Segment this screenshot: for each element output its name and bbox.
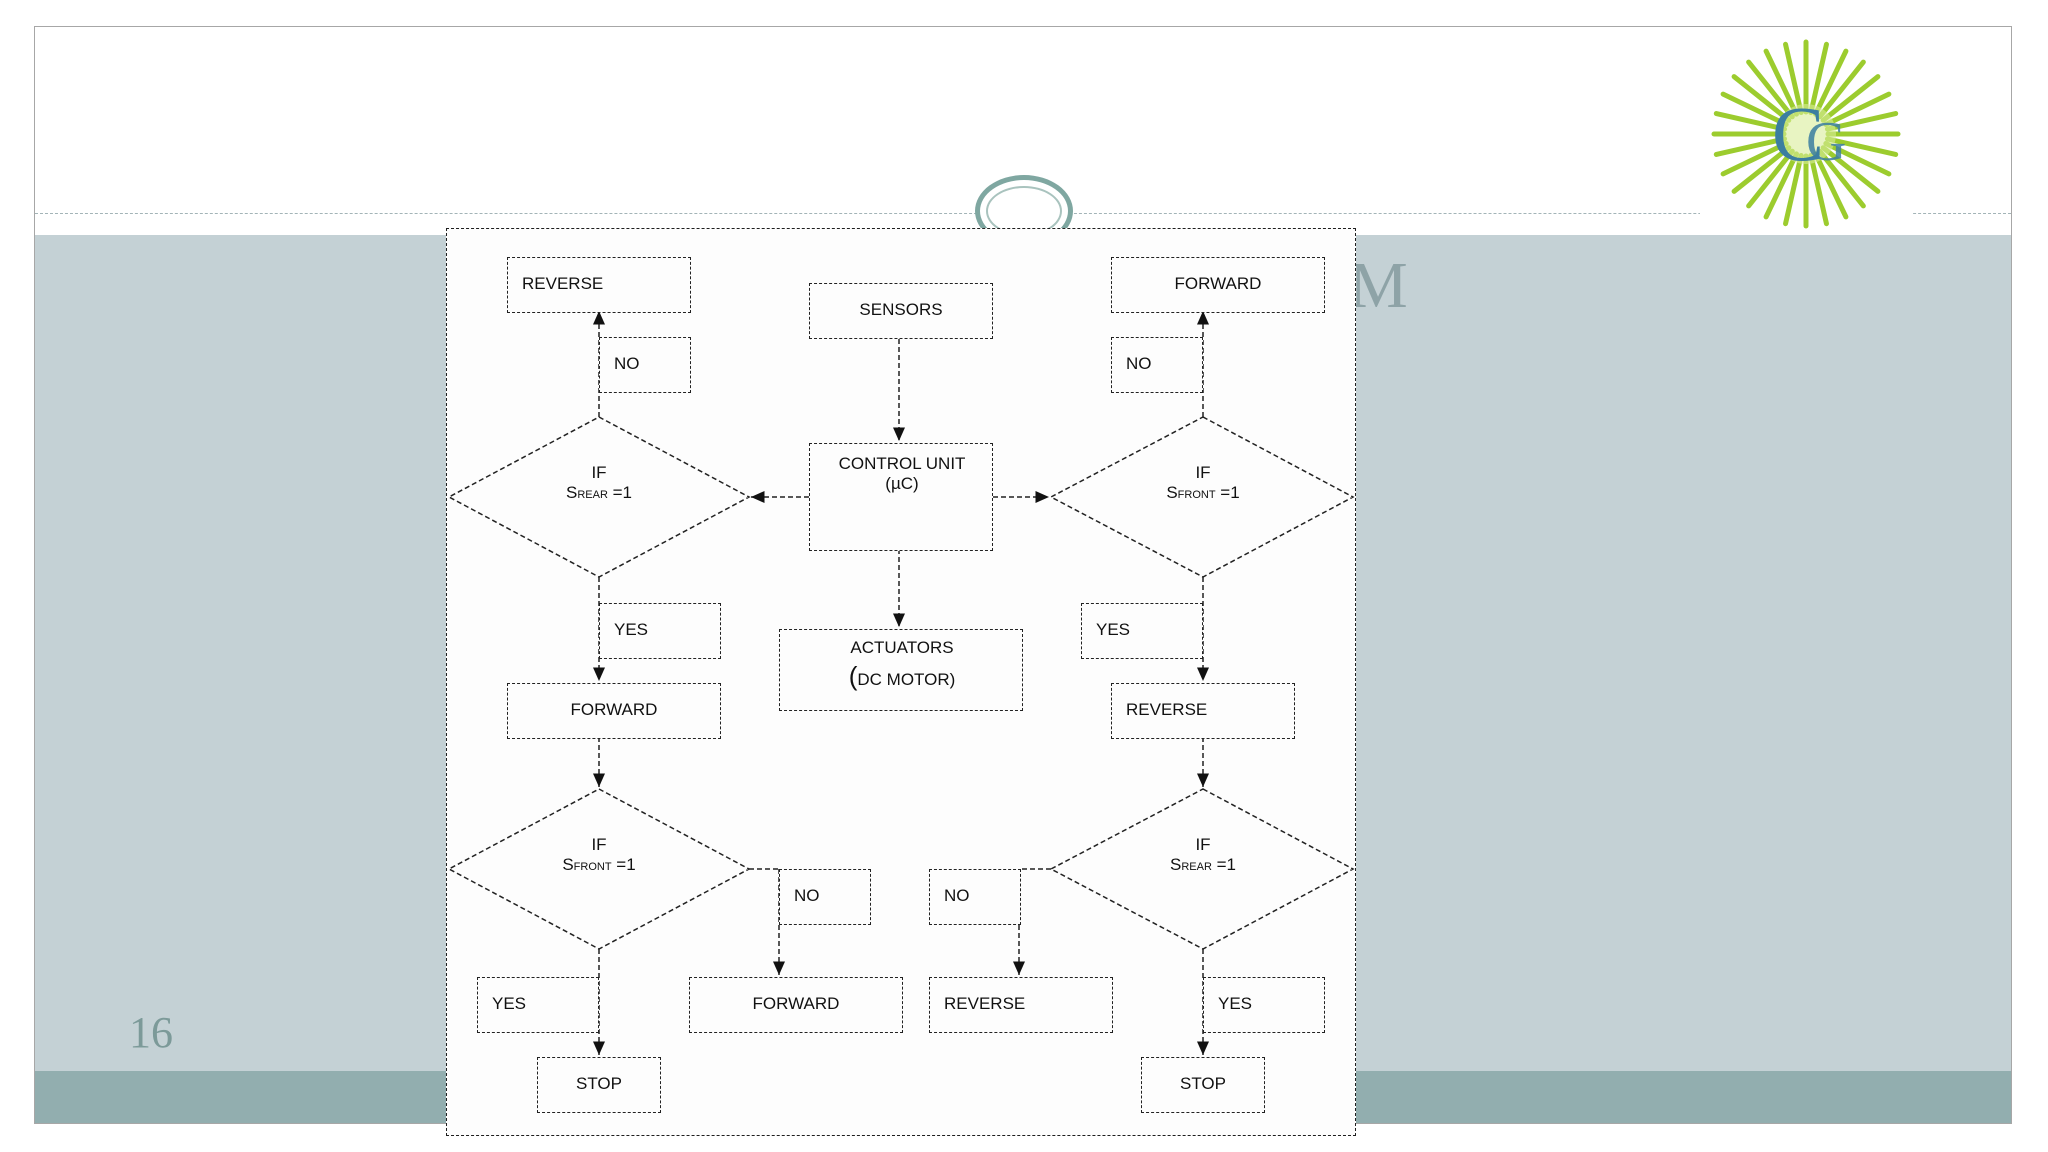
logo-ray xyxy=(1820,145,1881,194)
actuators-paren: ( xyxy=(848,660,858,691)
decision-right-bottom-text: IF SREAR =1 xyxy=(1169,835,1236,874)
logo-ray xyxy=(1824,136,1899,157)
left-no-box-top: NO xyxy=(599,337,691,393)
right-reverse-box: REVERSE xyxy=(1111,683,1295,739)
right-forward-box: FORWARD xyxy=(1111,257,1325,313)
logo-ray xyxy=(1731,145,1792,194)
control-unit-label: CONTROL UNIT xyxy=(838,454,966,473)
right-yes-box-bottom: YES xyxy=(1203,977,1325,1033)
actuators-sublabel: DC MOTOR) xyxy=(857,669,956,689)
left-yes-box-top: YES xyxy=(599,603,721,659)
logo-ray xyxy=(1763,151,1799,220)
decision-right-top-text: IF SFRONT =1 xyxy=(1166,463,1240,502)
decision-left-top-text: IF SREAR =1 xyxy=(565,463,632,502)
actuators-box: ACTUATORS (DC MOTOR) xyxy=(779,629,1023,711)
logo-ray xyxy=(1720,141,1789,177)
logo-ray xyxy=(1817,59,1866,120)
logo-ray xyxy=(1763,48,1799,117)
logo-ray xyxy=(1808,41,1829,116)
left-no-box-bottom: NO xyxy=(779,869,871,925)
logo-ray xyxy=(1817,148,1866,209)
decision-left-bottom-text: IF SFRONT =1 xyxy=(562,835,636,874)
left-stop-box: STOP xyxy=(537,1057,661,1113)
svg-text:G: G xyxy=(1806,111,1846,173)
svg-text:C: C xyxy=(1772,90,1824,177)
cg-logo: C G xyxy=(1700,36,1912,232)
left-forward-box: FORWARD xyxy=(507,683,721,739)
right-no-box-top: NO xyxy=(1111,337,1203,393)
logo-ray xyxy=(1783,41,1804,116)
right-no-box-bottom: NO xyxy=(929,869,1021,925)
right-stop-box: STOP xyxy=(1141,1057,1265,1113)
logo-ray xyxy=(1746,59,1795,120)
logo-ray xyxy=(1820,74,1881,123)
logo-ray xyxy=(1713,111,1788,132)
cg-logo-graphic: C G xyxy=(1711,39,1901,229)
left-yes-box-bottom: YES xyxy=(477,977,599,1033)
control-unit-box: CONTROL UNIT (µC) xyxy=(809,443,993,551)
logo-ray xyxy=(1813,48,1849,117)
control-unit-sublabel: (µC) xyxy=(885,473,919,493)
sensors-box: SENSORS xyxy=(809,283,993,339)
logo-ray xyxy=(1731,74,1792,123)
logo-ray xyxy=(1783,152,1804,227)
right-yes-box-top: YES xyxy=(1081,603,1203,659)
slide-title-fragment: M xyxy=(1349,249,1408,322)
flowchart: SENSORS CONTROL UNIT (µC) ACTUATORS (DC … xyxy=(446,228,1356,1136)
logo-ray xyxy=(1720,91,1789,127)
logo-ray xyxy=(1808,152,1829,227)
logo-ray xyxy=(1746,148,1795,209)
left-no-forward-box: FORWARD xyxy=(689,977,903,1033)
logo-ray xyxy=(1713,136,1788,157)
actuators-label: ACTUATORS xyxy=(850,638,954,657)
page-number: 16 xyxy=(129,1008,173,1057)
logo-ray xyxy=(1823,141,1892,177)
logo-ray xyxy=(1813,151,1849,220)
right-no-reverse-box: REVERSE xyxy=(929,977,1113,1033)
left-reverse-box: REVERSE xyxy=(507,257,691,313)
logo-ray xyxy=(1823,91,1892,127)
logo-ray xyxy=(1824,111,1899,132)
